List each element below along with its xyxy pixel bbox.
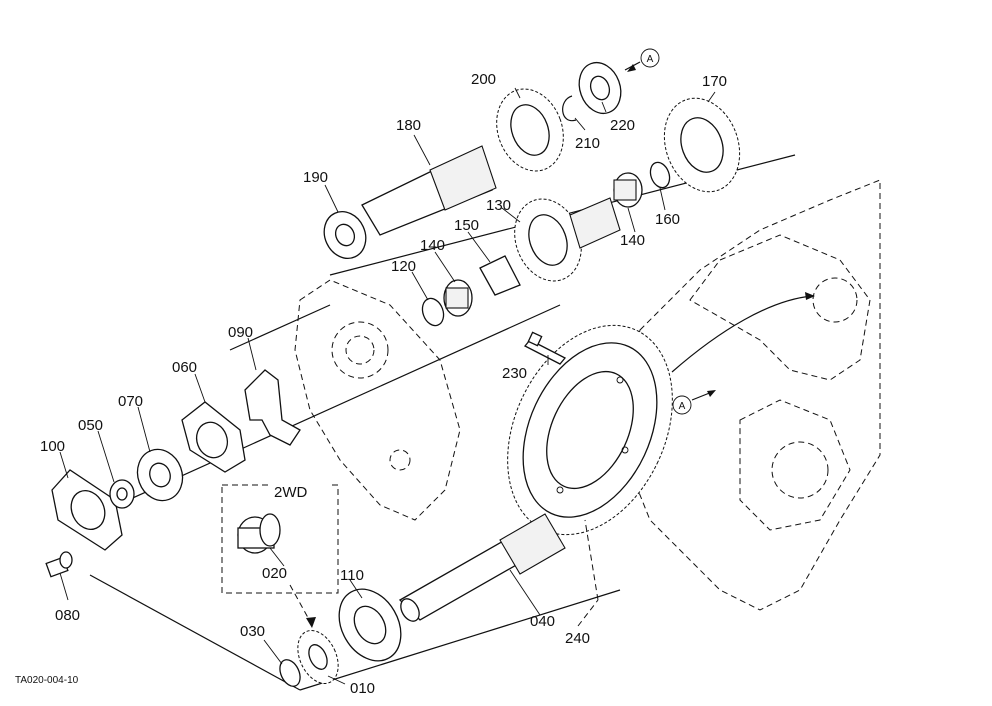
label-060: 060	[172, 359, 197, 376]
label-100: 100	[40, 438, 65, 455]
label-110: 110	[340, 567, 364, 584]
gear-010	[297, 630, 339, 684]
label-020: 020	[262, 565, 287, 582]
label-240: 240	[565, 630, 590, 647]
label-050: 050	[78, 417, 103, 434]
leader-lines	[59, 87, 716, 685]
label-150: 150	[454, 217, 479, 234]
gear-130	[514, 197, 621, 282]
thrust-washer-160	[649, 161, 671, 189]
label-200: 200	[471, 71, 496, 88]
collar-150	[479, 255, 521, 296]
arrow-a-top: A	[624, 48, 660, 72]
bearing-070	[136, 448, 184, 502]
ref-a-housing: A	[679, 401, 686, 412]
washer-120	[421, 297, 445, 327]
label-170: 170	[702, 73, 727, 90]
bearing-190	[323, 211, 367, 259]
needle-bearing-140-right	[613, 172, 643, 208]
label-120: 120	[391, 258, 416, 275]
bolt-230	[523, 331, 567, 365]
snap-ring-210	[562, 95, 577, 122]
oil-seal-050	[109, 479, 135, 509]
figure-code: TA020-004-10	[15, 675, 79, 686]
shaft-180	[361, 145, 497, 236]
label-190: 190	[303, 169, 328, 186]
label-2wd: 2WD	[274, 484, 308, 501]
bevel-ring-gear	[507, 324, 673, 536]
label-230: 230	[502, 365, 527, 382]
dashed-arrow-to-gear	[289, 584, 316, 628]
arrow-a-housing: A	[672, 390, 716, 415]
label-140-left: 140	[420, 237, 445, 254]
label-220: 220	[610, 117, 635, 134]
ref-a-top: A	[647, 54, 654, 65]
bearing-110	[338, 588, 402, 662]
label-180: 180	[396, 117, 421, 134]
label-030: 030	[240, 623, 265, 640]
bearing-220	[578, 61, 622, 115]
label-070: 070	[118, 393, 143, 410]
needle-bearing-140-left	[443, 279, 473, 317]
label-130: 130	[486, 197, 511, 214]
flange-plate-100	[51, 469, 123, 551]
pinion-shaft	[398, 513, 566, 622]
snap-ring-030	[279, 659, 301, 687]
plug-080	[45, 551, 73, 578]
label-090: 090	[228, 324, 253, 341]
2wd-option-box	[221, 482, 339, 594]
label-160: 160	[655, 211, 680, 228]
housing-direction-arrow	[671, 292, 815, 373]
gear-170	[663, 97, 741, 193]
gear-200	[496, 88, 564, 172]
label-210: 210	[575, 135, 600, 152]
shift-fork-090	[244, 369, 301, 446]
label-140-right: 140	[620, 232, 645, 249]
label-080: 080	[55, 607, 80, 624]
gear-case-plate	[294, 279, 461, 521]
label-040: 040	[530, 613, 555, 630]
part-labels: 200 170 180 190 210 220 160 130 140 150 …	[15, 71, 727, 697]
label-010: 010	[350, 680, 375, 697]
bearing-holder-060	[181, 401, 246, 473]
